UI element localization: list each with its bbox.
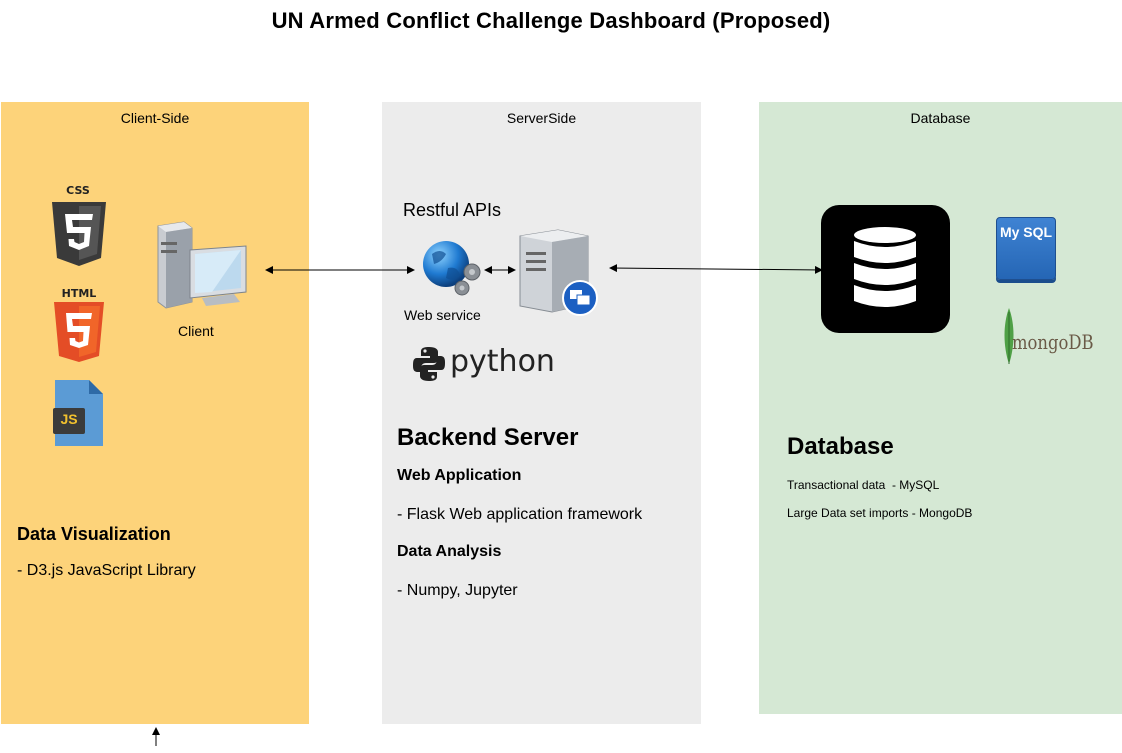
server-side-label: ServerSide [506, 110, 577, 126]
desktop-computer-icon [157, 221, 247, 309]
globe-gears-icon [423, 241, 481, 296]
data-visualization-heading: Data Visualization [17, 524, 171, 544]
transactional-data-line: Transactional data - MySQL [787, 478, 940, 492]
data-analysis-heading: Data Analysis [397, 543, 502, 560]
html5-label: HTML [61, 287, 97, 300]
web-service-caption: Web service [404, 307, 481, 323]
server-side-panel: ServerSide [382, 102, 701, 724]
d3-library-item: - D3.js JavaScript Library [17, 562, 196, 579]
client-side-label: Client-Side [120, 110, 190, 126]
mongodb-leaf-icon [1004, 308, 1014, 364]
python-wordmark: python [450, 344, 555, 379]
javascript-file-icon [53, 380, 103, 446]
mysql-label: My SQL [999, 224, 1053, 240]
server-database-connector [609, 264, 823, 274]
client-caption: Client [178, 323, 214, 339]
css3-icon [52, 202, 106, 266]
javascript-label: JS [60, 411, 78, 427]
diagram-title: UN Armed Conflict Challenge Dashboard (P… [271, 8, 831, 33]
mysql-icon: My SQL [996, 217, 1056, 280]
python-logo-icon [413, 347, 445, 381]
backend-server-heading: Backend Server [397, 424, 579, 451]
database-cylinder-icon [821, 205, 950, 333]
server-tower-icon [519, 229, 598, 316]
mongodb-wordmark: mongoDB [1012, 330, 1094, 354]
numpy-jupyter-item: - Numpy, Jupyter [397, 582, 518, 599]
database-heading: Database [787, 433, 894, 460]
large-dataset-line: Large Data set imports - MongoDB [787, 506, 973, 520]
css3-label: CSS [66, 184, 90, 197]
restful-apis-label: Restful APIs [403, 200, 502, 220]
html5-icon [54, 302, 104, 362]
database-panel: Database [759, 102, 1122, 714]
flask-framework-item: - Flask Web application framework [397, 506, 643, 523]
web-application-heading: Web Application [397, 467, 522, 484]
database-panel-label: Database [910, 110, 971, 126]
